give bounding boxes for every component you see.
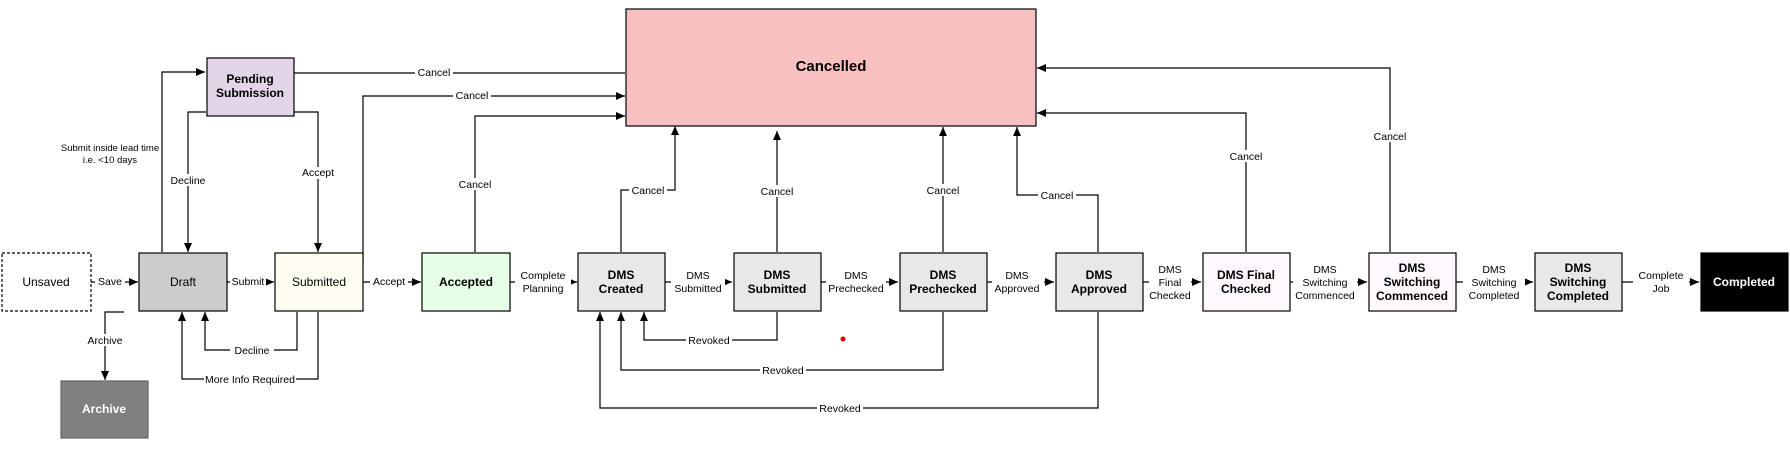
- label-pending-2: Submission: [216, 86, 284, 100]
- node-dms-created: [577, 252, 666, 312]
- node-unsaved: [1, 252, 92, 312]
- node-labels: Unsaved Draft Pending Submission Submitt…: [22, 58, 1775, 416]
- label-dms-created-1: DMS: [608, 268, 635, 282]
- edge-cancel-submitted: [362, 92, 625, 264]
- edge-label-submitted-decline: Decline: [234, 345, 269, 357]
- edge-label-complete-job-2: Job: [1653, 283, 1670, 295]
- label-unsaved: Unsaved: [22, 275, 69, 289]
- label-dms-created-2: Created: [599, 282, 644, 296]
- label-submitted: Submitted: [292, 275, 346, 289]
- label-dms-prechecked-2: Prechecked: [909, 282, 976, 296]
- edge-label-dms-submitted-2: Submitted: [674, 283, 721, 295]
- label-switching-completed-3: Completed: [1547, 289, 1609, 303]
- edge-label-dms-final-checked-2: Final: [1159, 277, 1182, 289]
- edge-label-switching-completed-1: DMS: [1482, 264, 1505, 276]
- label-dms-approved-1: DMS: [1086, 268, 1113, 282]
- marker-dot: [840, 336, 846, 342]
- edge-label-cancel-pending: Cancel: [418, 67, 451, 79]
- edge-label-switching-commenced-3: Commenced: [1295, 290, 1355, 302]
- label-dms-final-checked-2: Checked: [1221, 282, 1271, 296]
- label-switching-completed-2: Switching: [1550, 275, 1607, 289]
- label-dms-approved-2: Approved: [1071, 282, 1127, 296]
- edge-label-dms-prechecked-2: Prechecked: [828, 283, 884, 295]
- edge-pending-accept: [294, 111, 322, 252]
- edge-label-complete-job-1: Complete: [1639, 270, 1684, 282]
- edge-label-cancel-submitted: Cancel: [456, 90, 489, 102]
- edge-label-revoked-2: Revoked: [762, 365, 804, 377]
- node-draft: [138, 252, 228, 312]
- edge-label-switching-completed-3: Completed: [1469, 290, 1520, 302]
- edge-label-pending-accept: Accept: [302, 167, 334, 179]
- label-accepted: Accepted: [439, 275, 493, 289]
- node-dms-submitted: [733, 252, 822, 312]
- node-dms-approved: [1055, 252, 1144, 312]
- edge-label-accept: Accept: [373, 276, 405, 288]
- edge-label-submit: Submit: [232, 276, 265, 288]
- node-accepted: [421, 252, 511, 312]
- label-archive: Archive: [82, 402, 126, 416]
- node-dms-switching-commenced: [1368, 252, 1457, 312]
- edge-cancel-accepted: [474, 112, 625, 252]
- edge-label-save: Save: [98, 276, 122, 288]
- label-completed: Completed: [1713, 275, 1775, 289]
- edge-label-dms-final-checked-3: Checked: [1149, 290, 1191, 302]
- edge-pending-decline: [184, 111, 206, 252]
- edge-label-dms-prechecked-1: DMS: [844, 270, 867, 282]
- edge-label-complete-planning-1: Complete: [521, 270, 566, 282]
- edge-label-lead-time-1: Submit inside lead time: [61, 143, 159, 154]
- edge-label-dms-submitted-1: DMS: [686, 270, 709, 282]
- label-dms-final-checked-1: DMS Final: [1217, 268, 1275, 282]
- edge-label-switching-commenced-2: Switching: [1303, 277, 1348, 289]
- node-dms-prechecked: [899, 252, 988, 312]
- node-completed: [1700, 252, 1789, 312]
- label-dms-submitted-1: DMS: [764, 268, 791, 282]
- edge-labels: Save Submit Accept Complete Planning DMS…: [61, 67, 1689, 415]
- edge-label-dms-approved-2: Approved: [995, 283, 1040, 295]
- label-switching-completed-1: DMS: [1565, 261, 1592, 275]
- label-switching-commenced-2: Switching: [1384, 275, 1441, 289]
- nodes: [1, 8, 1789, 439]
- edge-label-complete-planning-2: Planning: [523, 283, 564, 295]
- label-pending-1: Pending: [226, 72, 273, 86]
- edge-revoked-dms-approved: [596, 312, 1099, 409]
- edge-label-cancel-dms-final-checked: Cancel: [1230, 151, 1263, 163]
- edge-label-dms-final-checked-1: DMS: [1158, 264, 1181, 276]
- node-dms-switching-completed: [1534, 252, 1623, 312]
- edge-label-cancel-dms-approved: Cancel: [1041, 190, 1074, 202]
- label-dms-prechecked-1: DMS: [930, 268, 957, 282]
- label-dms-submitted-2: Submitted: [748, 282, 807, 296]
- edge-cancel-switching-commenced: [1037, 64, 1391, 252]
- label-switching-commenced-1: DMS: [1399, 261, 1426, 275]
- edge-label-revoked-1: Revoked: [688, 335, 730, 347]
- node-archive: [60, 380, 149, 439]
- edge-revoked-dms-prechecked: [617, 312, 944, 371]
- edge-label-dms-approved-1: DMS: [1005, 270, 1028, 282]
- edge-label-more-info: More Info Required: [205, 374, 295, 386]
- edge-submit-inside-lead-time: [161, 68, 205, 252]
- edge-label-revoked-3: Revoked: [819, 403, 861, 415]
- edge-cancel-dms-final-checked: [1037, 109, 1247, 252]
- label-switching-commenced-3: Commenced: [1376, 289, 1448, 303]
- edge-label-switching-commenced-1: DMS: [1313, 264, 1336, 276]
- edge-label-archive: Archive: [87, 335, 122, 347]
- edge-label-pending-decline: Decline: [170, 175, 205, 187]
- node-submitted: [274, 252, 364, 312]
- edge-label-switching-completed-2: Switching: [1472, 277, 1517, 289]
- edge-label-cancel-dms-submitted: Cancel: [761, 186, 794, 198]
- label-cancelled: Cancelled: [796, 58, 867, 75]
- edge-archive: [101, 311, 124, 380]
- node-dms-final-checked: [1202, 252, 1291, 312]
- node-cancelled: [625, 8, 1037, 127]
- edge-label-lead-time-2: i.e. <10 days: [83, 155, 137, 166]
- node-pending-submission: [206, 57, 295, 117]
- label-draft: Draft: [170, 275, 197, 289]
- edge-label-cancel-dms-created: Cancel: [632, 185, 665, 197]
- edge-label-cancel-switching-commenced: Cancel: [1374, 131, 1407, 143]
- edge-label-cancel-accepted: Cancel: [459, 179, 492, 191]
- edge-label-cancel-dms-prechecked: Cancel: [927, 185, 960, 197]
